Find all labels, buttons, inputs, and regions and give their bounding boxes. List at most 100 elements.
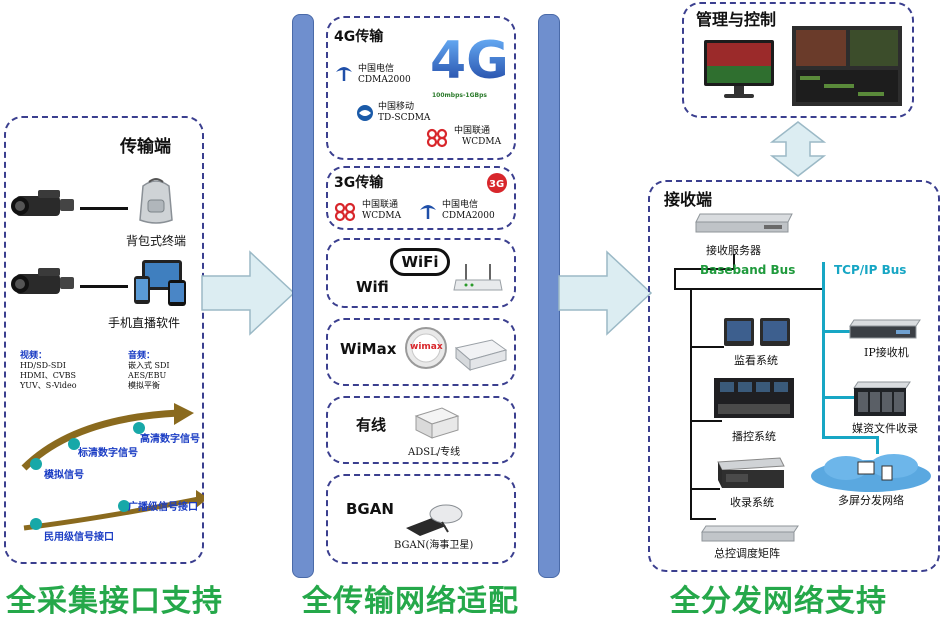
camera-icon — [10, 186, 78, 228]
receive-server-icon — [694, 212, 794, 238]
video-item: HD/SD-SDI — [20, 361, 66, 370]
flow-arrow-right — [555, 248, 655, 342]
telecom-logo-icon — [334, 64, 354, 86]
backpack-icon — [135, 176, 177, 230]
4g-logo-icon: 4G — [426, 28, 509, 94]
wimax-panel — [326, 318, 516, 386]
g4-mobile-std: TD-SCDMA — [378, 113, 431, 123]
camera-link-line — [80, 285, 128, 288]
g4-telecom-std: CDMA2000 — [358, 75, 411, 85]
baseband-hline — [674, 268, 734, 270]
control-software-screen — [792, 26, 902, 110]
wifi-logo-text: WiFi — [401, 253, 439, 271]
wired-panel — [326, 396, 516, 464]
backpack-label: 背包式终端 — [126, 234, 187, 248]
bgan-caption: BGAN(海事卫星) — [394, 540, 474, 551]
baseband-bus-label: Baseband Bus — [700, 263, 796, 277]
audio-item: 模拟平衡 — [128, 381, 160, 390]
tcpip-stub — [876, 436, 879, 454]
g3-unicom-std: WCDMA — [362, 211, 402, 221]
wimax-label: WiMax — [340, 340, 397, 358]
tablet-phone-icon — [132, 258, 188, 312]
g4-title: 4G传输 — [334, 29, 384, 45]
monitor-system-label: 监看系统 — [734, 354, 778, 367]
wimax-logo-text: wimax — [410, 342, 443, 352]
wimax-device-icon — [452, 334, 508, 378]
mobile-logo-icon — [356, 104, 374, 126]
signal-consumer-label: 民用级信号接口 — [44, 532, 114, 543]
unicom-logo-icon — [334, 202, 356, 226]
multiscreen-label: 多屏分发网络 — [838, 494, 904, 507]
g4-mobile-text: 中国移动 TD-SCDMA — [378, 102, 430, 124]
bgan-label: BGAN — [346, 500, 394, 518]
management-panel — [682, 2, 914, 118]
monitor-icon — [702, 38, 776, 106]
caption-transport: 全传输网络适配 — [302, 584, 519, 619]
tcpip-branch-multiscreen — [822, 436, 878, 439]
adsl-modem-icon — [412, 404, 462, 444]
multiscreen-cloud-icon — [806, 452, 936, 498]
transmit-panel — [4, 116, 204, 564]
transmit-title: 传输端 — [120, 137, 171, 157]
video-head: 视频： — [20, 351, 48, 361]
audio-head: 音频： — [128, 351, 156, 361]
unicom-logo-icon — [426, 128, 448, 152]
g4-unicom-name: 中国联通 — [454, 126, 491, 136]
flow-arrow-right — [198, 248, 298, 342]
router-icon — [452, 262, 504, 302]
g3-title: 3G传输 — [334, 175, 384, 191]
baseband-branch-record — [690, 488, 720, 490]
caption-distribution: 全分发网络支持 — [670, 584, 887, 619]
camera-icon — [10, 264, 78, 306]
matrix-router-icon — [700, 524, 800, 546]
monitoring-screens-icon — [722, 316, 792, 352]
recorder-deck-icon — [714, 456, 786, 494]
receive-panel — [648, 180, 940, 572]
signal-hd-label: 高清数字信号 — [140, 434, 200, 445]
ip-receiver-icon — [848, 318, 922, 344]
svg-text:4G: 4G — [430, 31, 506, 90]
baseband-branch-monitor — [690, 346, 724, 348]
baseband-trunk — [674, 268, 676, 290]
server-label: 接收服务器 — [706, 244, 761, 257]
wifi-label: Wifi — [356, 278, 389, 296]
baseband-main-line — [674, 288, 824, 290]
baseband-vertical — [690, 290, 692, 520]
media-storage-icon — [852, 380, 912, 422]
ip-receiver-label: IP接收机 — [864, 346, 909, 359]
g3-telecom-std: CDMA2000 — [442, 211, 495, 221]
g4-panel — [326, 16, 516, 160]
audio-item: AES/EBU — [128, 371, 167, 380]
g4-unicom-text: 中国联通 WCDMA — [454, 126, 501, 148]
baseband-branch-matrix — [690, 518, 716, 520]
3g-badge-icon: 3G — [486, 172, 508, 198]
bus-trunk — [733, 254, 735, 270]
audio-list: 音频： 嵌入式 SDI AES/EBU 模拟平衡 — [128, 348, 170, 391]
phone-label: 手机直播软件 — [108, 316, 181, 330]
tcpip-branch-media — [822, 396, 858, 399]
wifi-panel — [326, 238, 516, 308]
g4-telecom-text: 中国电信 CDMA2000 — [358, 64, 411, 86]
control-room-icon — [714, 378, 794, 422]
caption-capture: 全采集接口支持 — [6, 584, 223, 619]
bidirectional-arrow — [766, 120, 830, 182]
g4-unicom-std: WCDMA — [462, 137, 502, 147]
g4-telecom-name: 中国电信 — [358, 64, 395, 74]
g3-telecom-name: 中国电信 — [442, 200, 479, 210]
signal-broadcast-label: 广播级信号接口 — [128, 502, 198, 513]
camera-link-line — [80, 207, 128, 210]
telecom-logo-icon — [418, 202, 438, 224]
wired-label: 有线 — [356, 416, 387, 434]
g4-mobile-name: 中国移动 — [378, 102, 415, 112]
g3-panel — [326, 166, 516, 230]
video-item: HDMI、CVBS — [20, 371, 76, 380]
matrix-label: 总控调度矩阵 — [714, 547, 780, 560]
left-pillar — [292, 14, 314, 578]
satellite-terminal-icon — [402, 498, 468, 542]
record-system-label: 收录系统 — [730, 496, 774, 509]
tcpip-bus-label: TCP/IP Bus — [834, 263, 907, 277]
wifi-logo-icon: WiFi — [390, 248, 450, 276]
signal-sd-label: 标清数字信号 — [78, 448, 138, 459]
g3-unicom-text: 中国联通 WCDMA — [362, 200, 401, 222]
g3-unicom-name: 中国联通 — [362, 200, 399, 210]
